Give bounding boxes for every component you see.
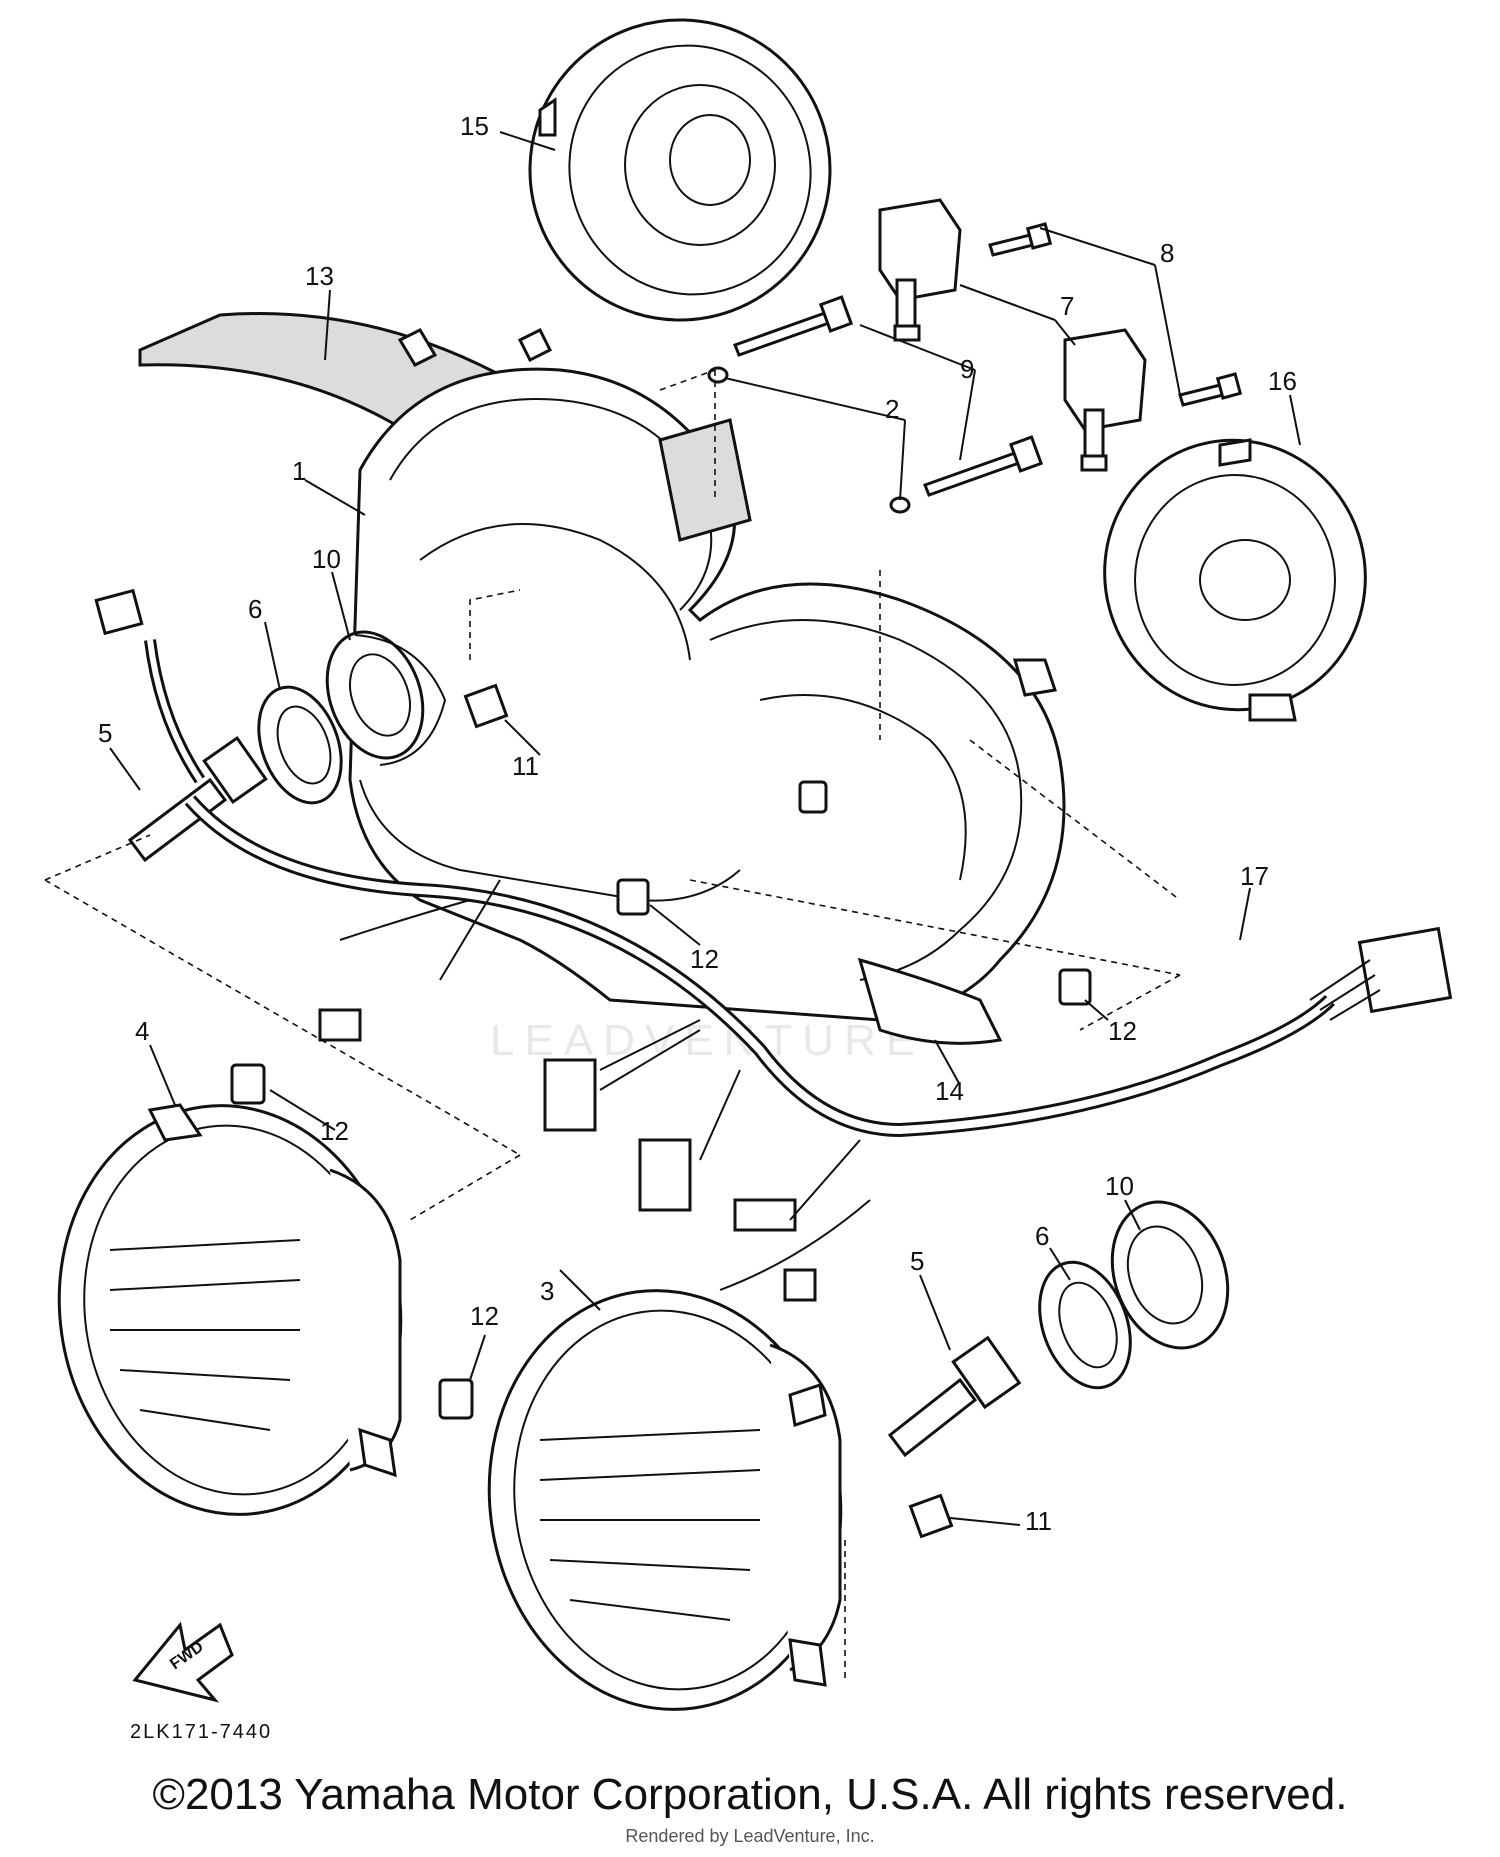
callout-14: 14 [935,1076,964,1106]
watermark-text: LEADVENTURE [490,1016,925,1065]
callout-12-center: 12 [690,944,719,974]
callout-5-upper: 5 [98,718,112,748]
callout-3: 3 [540,1276,554,1306]
callout-10-lower: 10 [1105,1171,1134,1201]
callout-11-lower: 11 [1025,1506,1052,1536]
part-5-bulb-upper [127,735,268,863]
part-12-grommets-lower [230,1063,474,1420]
callout-1: 1 [292,456,306,486]
callout-10-upper: 10 [312,544,341,574]
callout-labels: 15 13 8 7 9 2 16 1 10 6 5 11 12 17 4 14 … [98,111,1297,1536]
callout-13: 13 [305,261,334,291]
part-5-bulb-lower [887,1335,1022,1458]
part-14-mount-plate [857,957,1003,1045]
callout-12-lower: 12 [470,1301,499,1331]
part-4-headlight-unit [57,1103,403,1516]
callout-12-left: 12 [320,1116,349,1146]
part-6-ring-lower [1038,1260,1132,1390]
callout-5-lower: 5 [910,1246,924,1276]
callout-2: 2 [885,394,899,424]
callout-9: 9 [960,354,974,384]
callout-16: 16 [1268,366,1297,396]
callout-17: 17 [1240,861,1269,891]
leader-lines [109,131,1301,1526]
part-9-adjusting-bolts [733,295,1044,497]
callout-8: 8 [1160,238,1174,268]
part-15-light-housing [528,18,832,322]
part-7-adjuster-bracket [878,198,1147,472]
part-1-headlight-body [348,327,1066,1022]
fwd-arrow-icon: FWD [132,1621,234,1703]
assembly-lines [44,369,1181,1680]
callout-6-lower: 6 [1035,1221,1049,1251]
rendered-by-text: Rendered by LeadVenture, Inc. [625,1826,875,1846]
part-11-socket-upper [463,683,509,729]
callout-15: 15 [460,111,489,141]
part-3-headlight-unit [487,1289,843,1711]
callout-6-upper: 6 [248,594,262,624]
part-11-socket-lower [908,1493,954,1539]
callout-7: 7 [1060,291,1074,321]
callout-11-upper: 11 [512,751,539,781]
part-17-wiring-harness [94,588,1453,1334]
part-10-socket-upper [325,630,447,766]
diagram-code: 2LK171-7440 [130,1721,272,1743]
copyright-text: ©2013 Yamaha Motor Corporation, U.S.A. A… [152,1770,1348,1819]
part-16-light-housing [1103,438,1367,722]
part-12-grommets-upper [616,780,1092,1006]
callout-4: 4 [135,1016,149,1046]
callout-12-right: 12 [1108,1016,1137,1046]
